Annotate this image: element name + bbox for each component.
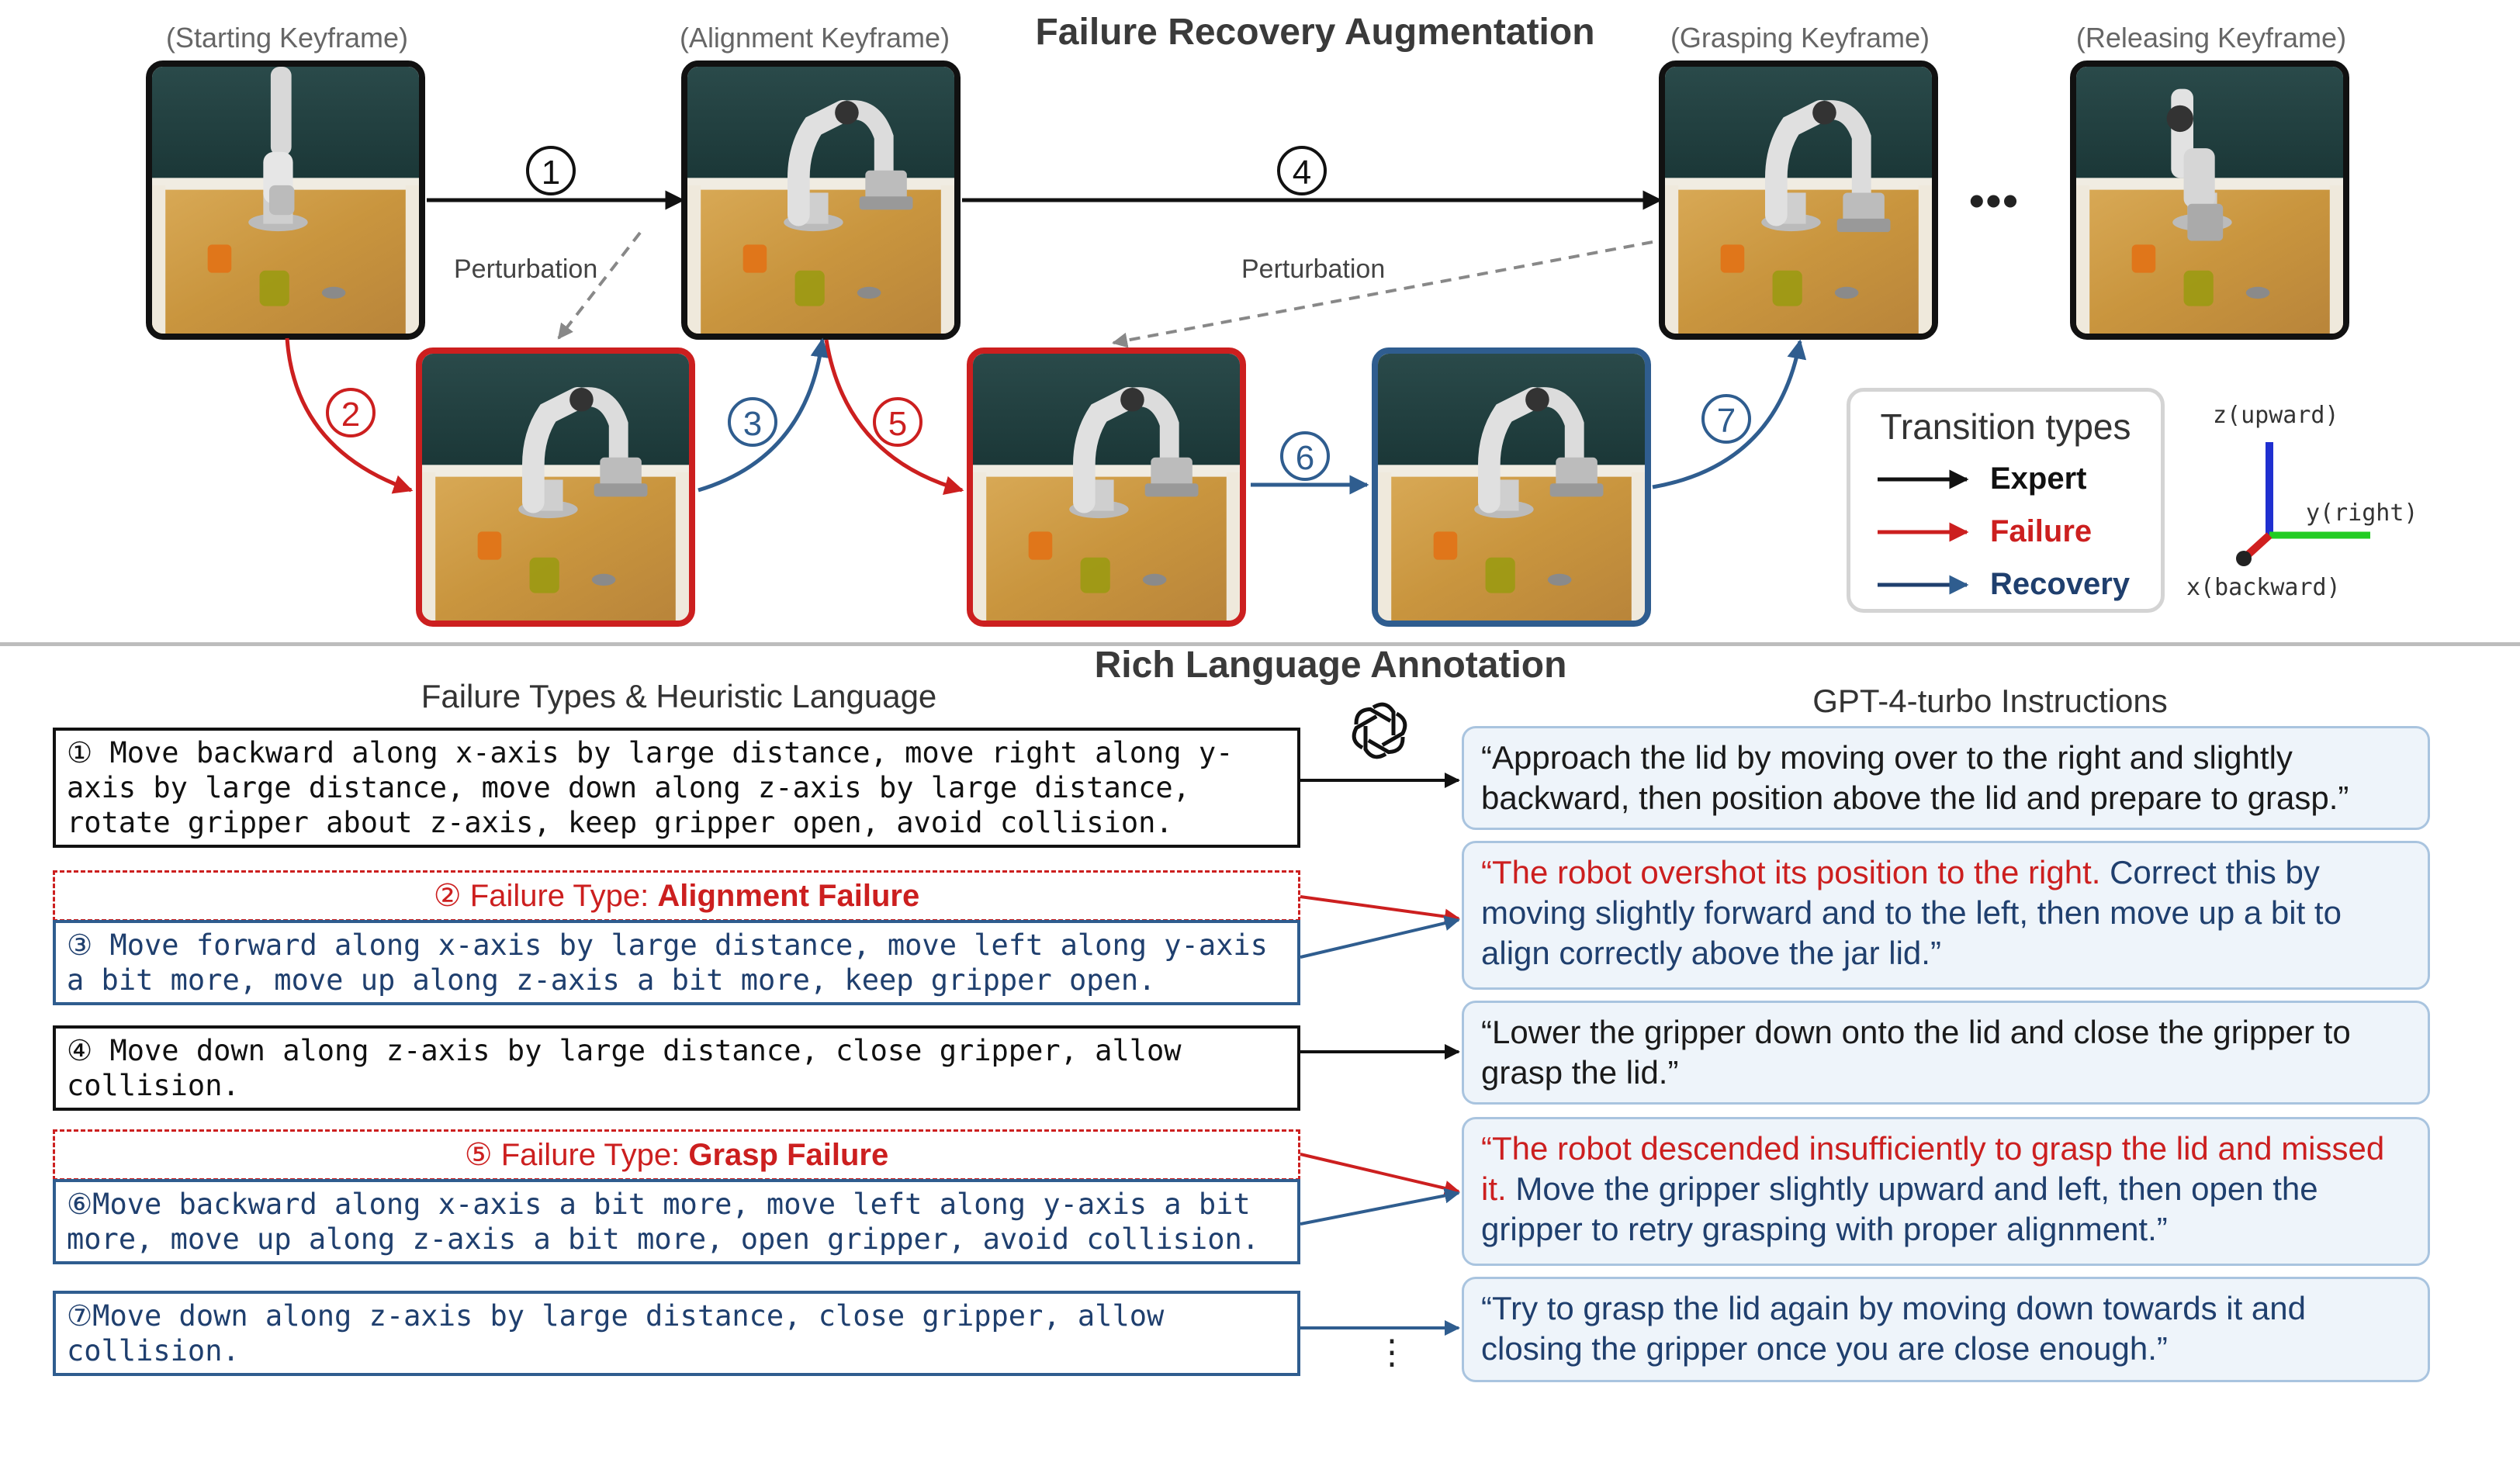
frame-failure-grasp [967,347,1246,627]
instruction-failure-text: “The robot descended insufficiently to g… [1481,1130,2385,1207]
step-badge-7-text: 7 [1717,402,1736,440]
frame-releasing-keyframe [2070,61,2349,340]
recovery-arrow-7 [1652,339,1807,489]
failure-type-box-alignment: ② Failure Type: Alignment Failure [53,870,1300,921]
frame-starting-keyframe [146,61,425,340]
robot-scene-image [152,67,419,334]
z-axis-label: z(upward) [2213,402,2339,429]
vertical-ellipsis: ⋮ [1375,1333,1409,1371]
keyframe-label-grasping: (Grasping Keyframe) [1670,22,1930,54]
heuristic-box-6: ⑥Move backward along x-axis a bit more, … [53,1179,1300,1264]
frame-grasping-keyframe [1659,61,1938,340]
robot-scene-image [1378,354,1645,621]
recovery-arrow-3 [698,337,830,493]
heuristic-box-7: ⑦Move down along z-axis by large distanc… [53,1291,1300,1376]
section-divider [0,642,2520,646]
x-axis-label: x(backward) [2186,574,2341,601]
keyframe-label-alignment: (Alignment Keyframe) [679,22,950,54]
heuristic-box-4: ④ Move down along z-axis by large distan… [53,1025,1300,1111]
legend-expert-label: Expert [1990,462,2087,496]
step-badge-3 [728,397,777,447]
perturbation-label-1: Perturbation [454,254,598,284]
step-badge-2 [326,388,376,437]
gpt-instruction-4: “The robot descended insufficiently to g… [1462,1117,2430,1266]
gpt-instruction-2: “The robot overshot its position to the … [1462,841,2430,990]
instruction-text: “Try to grasp the lid again by moving do… [1481,1290,2306,1367]
robot-scene-image [1665,67,1932,334]
step-badge-1 [526,146,576,195]
robot-scene-image [422,354,689,621]
failure-type-box-grasp: ⑤ Failure Type: Grasp Failure [53,1129,1300,1181]
step-badge-7 [1701,394,1751,444]
gpt-instruction-3: “Lower the gripper down onto the lid and… [1462,1001,2430,1105]
step-badge-1-text: 1 [542,154,560,192]
failure-type-name: Grasp Failure [688,1138,889,1172]
axis-origin-marker [2236,551,2252,566]
robot-scene-image [687,67,954,334]
robot-scene-image [2076,67,2343,334]
frame-recovery-grasp [1372,347,1651,627]
frame-alignment-keyframe [681,61,961,340]
legend-title: Transition types [1880,406,2131,447]
step-badge-6 [1280,431,1330,481]
legend-recovery-label: Recovery [1990,567,2131,601]
instruction-text: Correct this by moving slightly forward … [1481,854,2342,971]
failure-arrow-5 [824,339,964,495]
legend-failure-label: Failure [1990,514,2092,548]
y-axis-label: y(right) [2306,500,2418,527]
legend-recovery-arrow [1878,575,1969,595]
openai-logo-icon [1352,702,1407,759]
step-badge-5 [873,397,922,447]
transition-arrows: 1 4 2 3 5 6 7 [285,146,1807,495]
perturbation-label-2: Perturbation [1241,254,1386,284]
frame-failure-alignment [416,347,695,627]
heuristic-column-heading: Failure Types & Heuristic Language [421,678,937,714]
annotation-title: Rich Language Annotation [1094,645,1567,686]
gpt-column-heading: GPT-4-turbo Instructions [1812,683,2168,719]
step-badge-5-text: 5 [888,405,907,443]
instruction-text: Move the gripper slightly upward and lef… [1481,1170,2318,1247]
gpt-instruction-5: “Try to grasp the lid again by moving do… [1462,1277,2430,1382]
keyframe-label-start: (Starting Keyframe) [165,22,409,54]
coordinate-axes [2236,442,2370,566]
robot-scene-image [973,354,1240,621]
failure-type-prefix: ⑤ Failure Type: [464,1138,689,1172]
keyframe-label-releasing: (Releasing Keyframe) [2075,22,2347,54]
ellipsis-more-keyframes: ••• [1969,176,2020,225]
step-badge-4-text: 4 [1293,154,1311,192]
instruction-text: “Lower the gripper down onto the lid and… [1481,1014,2351,1091]
failure-arrow-2 [285,337,414,494]
step-badge-6-text: 6 [1296,439,1314,477]
diagram-title: Failure Recovery Augmentation [1035,12,1595,53]
perturbation-arrow-2 [1112,240,1653,348]
instruction-text: “Approach the lid by moving over to the … [1481,739,2349,816]
instruction-failure-text: “The robot overshot its position to the … [1481,854,2101,890]
step-badge-3-text: 3 [743,405,762,443]
transition-legend: Transition types Expert Failure Recovery [1847,388,2165,613]
gpt-instruction-1: “Approach the lid by moving over to the … [1462,726,2430,830]
heuristic-box-1: ① Move backward along x-axis by large di… [53,728,1300,848]
step-badge-4 [1277,146,1327,195]
legend-failure-arrow [1878,522,1969,542]
legend-expert-arrow [1878,469,1969,489]
step-badge-2-text: 2 [341,396,360,434]
perturbation-arrow-1 [557,231,642,340]
failure-type-name: Alignment Failure [657,879,920,913]
heuristic-box-3: ③ Move forward along x-axis by large dis… [53,920,1300,1005]
failure-type-prefix: ② Failure Type: [433,879,658,913]
